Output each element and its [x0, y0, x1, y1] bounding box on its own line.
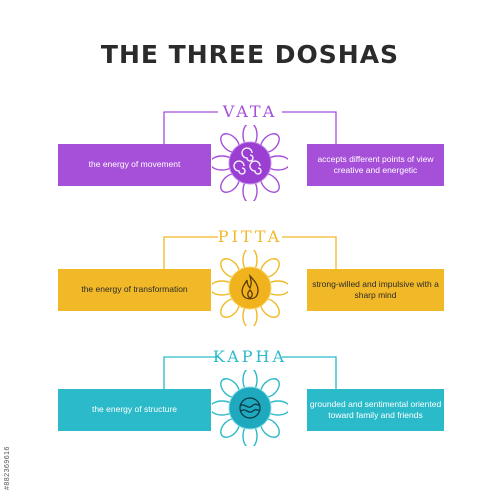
- stock-id-watermark: #882369616: [4, 446, 11, 490]
- water-earth-icon: [212, 370, 288, 446]
- vata-description-box: the energy of movement: [58, 144, 211, 186]
- vata-description: the energy of movement: [88, 159, 181, 170]
- vata-traits: accepts different points of view creativ…: [317, 153, 434, 175]
- air-swirl-icon: [212, 125, 288, 201]
- dosha-kapha: KAPHA the energy of structure grounded a…: [0, 345, 500, 465]
- dosha-name-pitta: PITTA: [217, 227, 283, 246]
- kapha-description-box: the energy of structure: [58, 389, 211, 431]
- pitta-description-box: the energy of transformation: [58, 269, 211, 311]
- pitta-traits: strong-willed and impulsive with a sharp…: [312, 278, 439, 300]
- kapha-traits: grounded and sentimental oriented toward…: [309, 398, 442, 420]
- vata-traits-box: accepts different points of view creativ…: [307, 144, 444, 186]
- pitta-traits-box: strong-willed and impulsive with a sharp…: [307, 269, 444, 311]
- dosha-name-vata: VATA: [222, 102, 278, 121]
- page-title: THE THREE DOSHAS: [100, 40, 400, 69]
- kapha-description: the energy of structure: [91, 404, 178, 415]
- dosha-vata: VATA the energy of movement accepts diff…: [0, 100, 500, 220]
- dosha-name-kapha: KAPHA: [212, 347, 288, 366]
- dosha-pitta: PITTA the energy of transformation stron…: [0, 225, 500, 345]
- pitta-description: the energy of transformation: [81, 284, 188, 295]
- kapha-traits-box: grounded and sentimental oriented toward…: [307, 389, 444, 431]
- fire-flame-icon: [212, 250, 288, 326]
